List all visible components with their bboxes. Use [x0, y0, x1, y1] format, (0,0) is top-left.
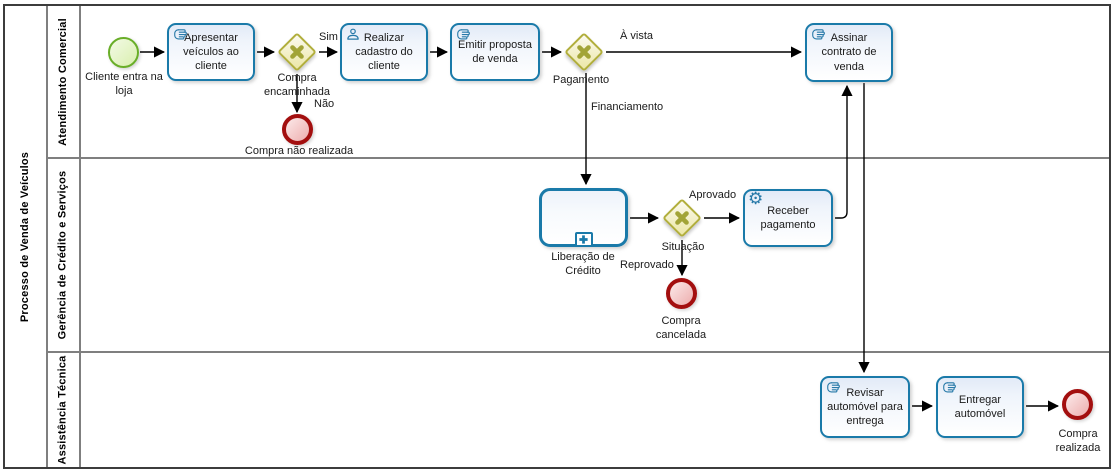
gateway-compra-encaminhada[interactable]: [277, 32, 317, 72]
user-task-person-icon: [346, 28, 360, 43]
manual-task-hand-icon: [456, 28, 471, 43]
subprocess-liberacao-credito[interactable]: [539, 188, 628, 247]
lane-separator-1: [46, 157, 1109, 159]
gateway-pagamento[interactable]: [564, 32, 604, 72]
x-marker-icon: [675, 211, 689, 225]
lane-band-divider: [79, 6, 81, 467]
task-realizar-cadastro[interactable]: Realizar cadastro do cliente: [340, 23, 428, 81]
task-label: Emitir proposta de venda: [458, 38, 532, 65]
start-event-label: Cliente entra na loja: [85, 71, 163, 97]
task-label: Assinar contrato de venda: [821, 32, 877, 73]
task-label: Apresentar veículos ao cliente: [183, 31, 239, 73]
pool-band-divider: [46, 6, 48, 467]
manual-task-hand-icon: [811, 28, 826, 43]
manual-task-hand-icon: [826, 381, 841, 396]
flow-label-reprovado: Reprovado: [620, 259, 674, 271]
gateway-pagamento-label: Pagamento: [552, 74, 610, 86]
lane-separator-2: [46, 351, 1109, 353]
flow-label-a-vista: À vista: [620, 30, 654, 42]
end-nao-realizada-label: Compra não realizada: [244, 145, 354, 157]
subprocess-label: Liberação de Crédito: [551, 251, 615, 277]
gateway-situacao-label: Situação: [661, 241, 705, 253]
start-event-cliente-entra[interactable]: [108, 37, 139, 68]
task-assinar-contrato[interactable]: Assinar contrato de venda: [805, 23, 893, 82]
flow-label-nao: Não: [314, 98, 335, 110]
end-realizada-label: Compra realizada: [1055, 428, 1101, 454]
end-event-compra-realizada[interactable]: [1062, 389, 1093, 420]
task-receber-pagamento[interactable]: ⚙ Receber pagamento: [743, 189, 833, 247]
flow-receber-assinar: [835, 84, 853, 219]
manual-task-hand-icon: [942, 381, 957, 396]
end-event-compra-cancelada[interactable]: [666, 278, 697, 309]
gateway-compra-label: Compra encaminhada: [263, 72, 331, 98]
task-revisar-automovel[interactable]: Revisar automóvel para entrega: [820, 376, 910, 438]
task-emitir-proposta[interactable]: Emitir proposta de venda: [450, 23, 540, 81]
subprocess-plus-icon[interactable]: [574, 232, 593, 247]
task-apresentar-veiculos[interactable]: Apresentar veículos ao cliente: [167, 23, 255, 81]
task-label: Realizar cadastro do cliente: [355, 31, 413, 73]
end-cancelada-label: Compra cancelada: [655, 315, 707, 341]
flow-label-sim: Sim: [319, 31, 338, 43]
task-label: Entregar automóvel: [954, 393, 1006, 420]
task-entregar-automovel[interactable]: Entregar automóvel: [936, 376, 1024, 438]
x-marker-icon: [290, 45, 304, 59]
task-label: Revisar automóvel para entrega: [827, 386, 903, 428]
gateway-situacao[interactable]: [662, 198, 702, 238]
service-task-gear-icon: ⚙: [748, 189, 764, 209]
manual-task-hand-icon: [173, 28, 188, 43]
task-label: Receber pagamento: [760, 204, 816, 231]
x-marker-icon: [577, 45, 591, 59]
flow-label-financiamento: Financiamento: [591, 101, 664, 113]
end-event-compra-nao-realizada[interactable]: [282, 114, 313, 145]
flow-label-aprovado: Aprovado: [689, 189, 737, 201]
